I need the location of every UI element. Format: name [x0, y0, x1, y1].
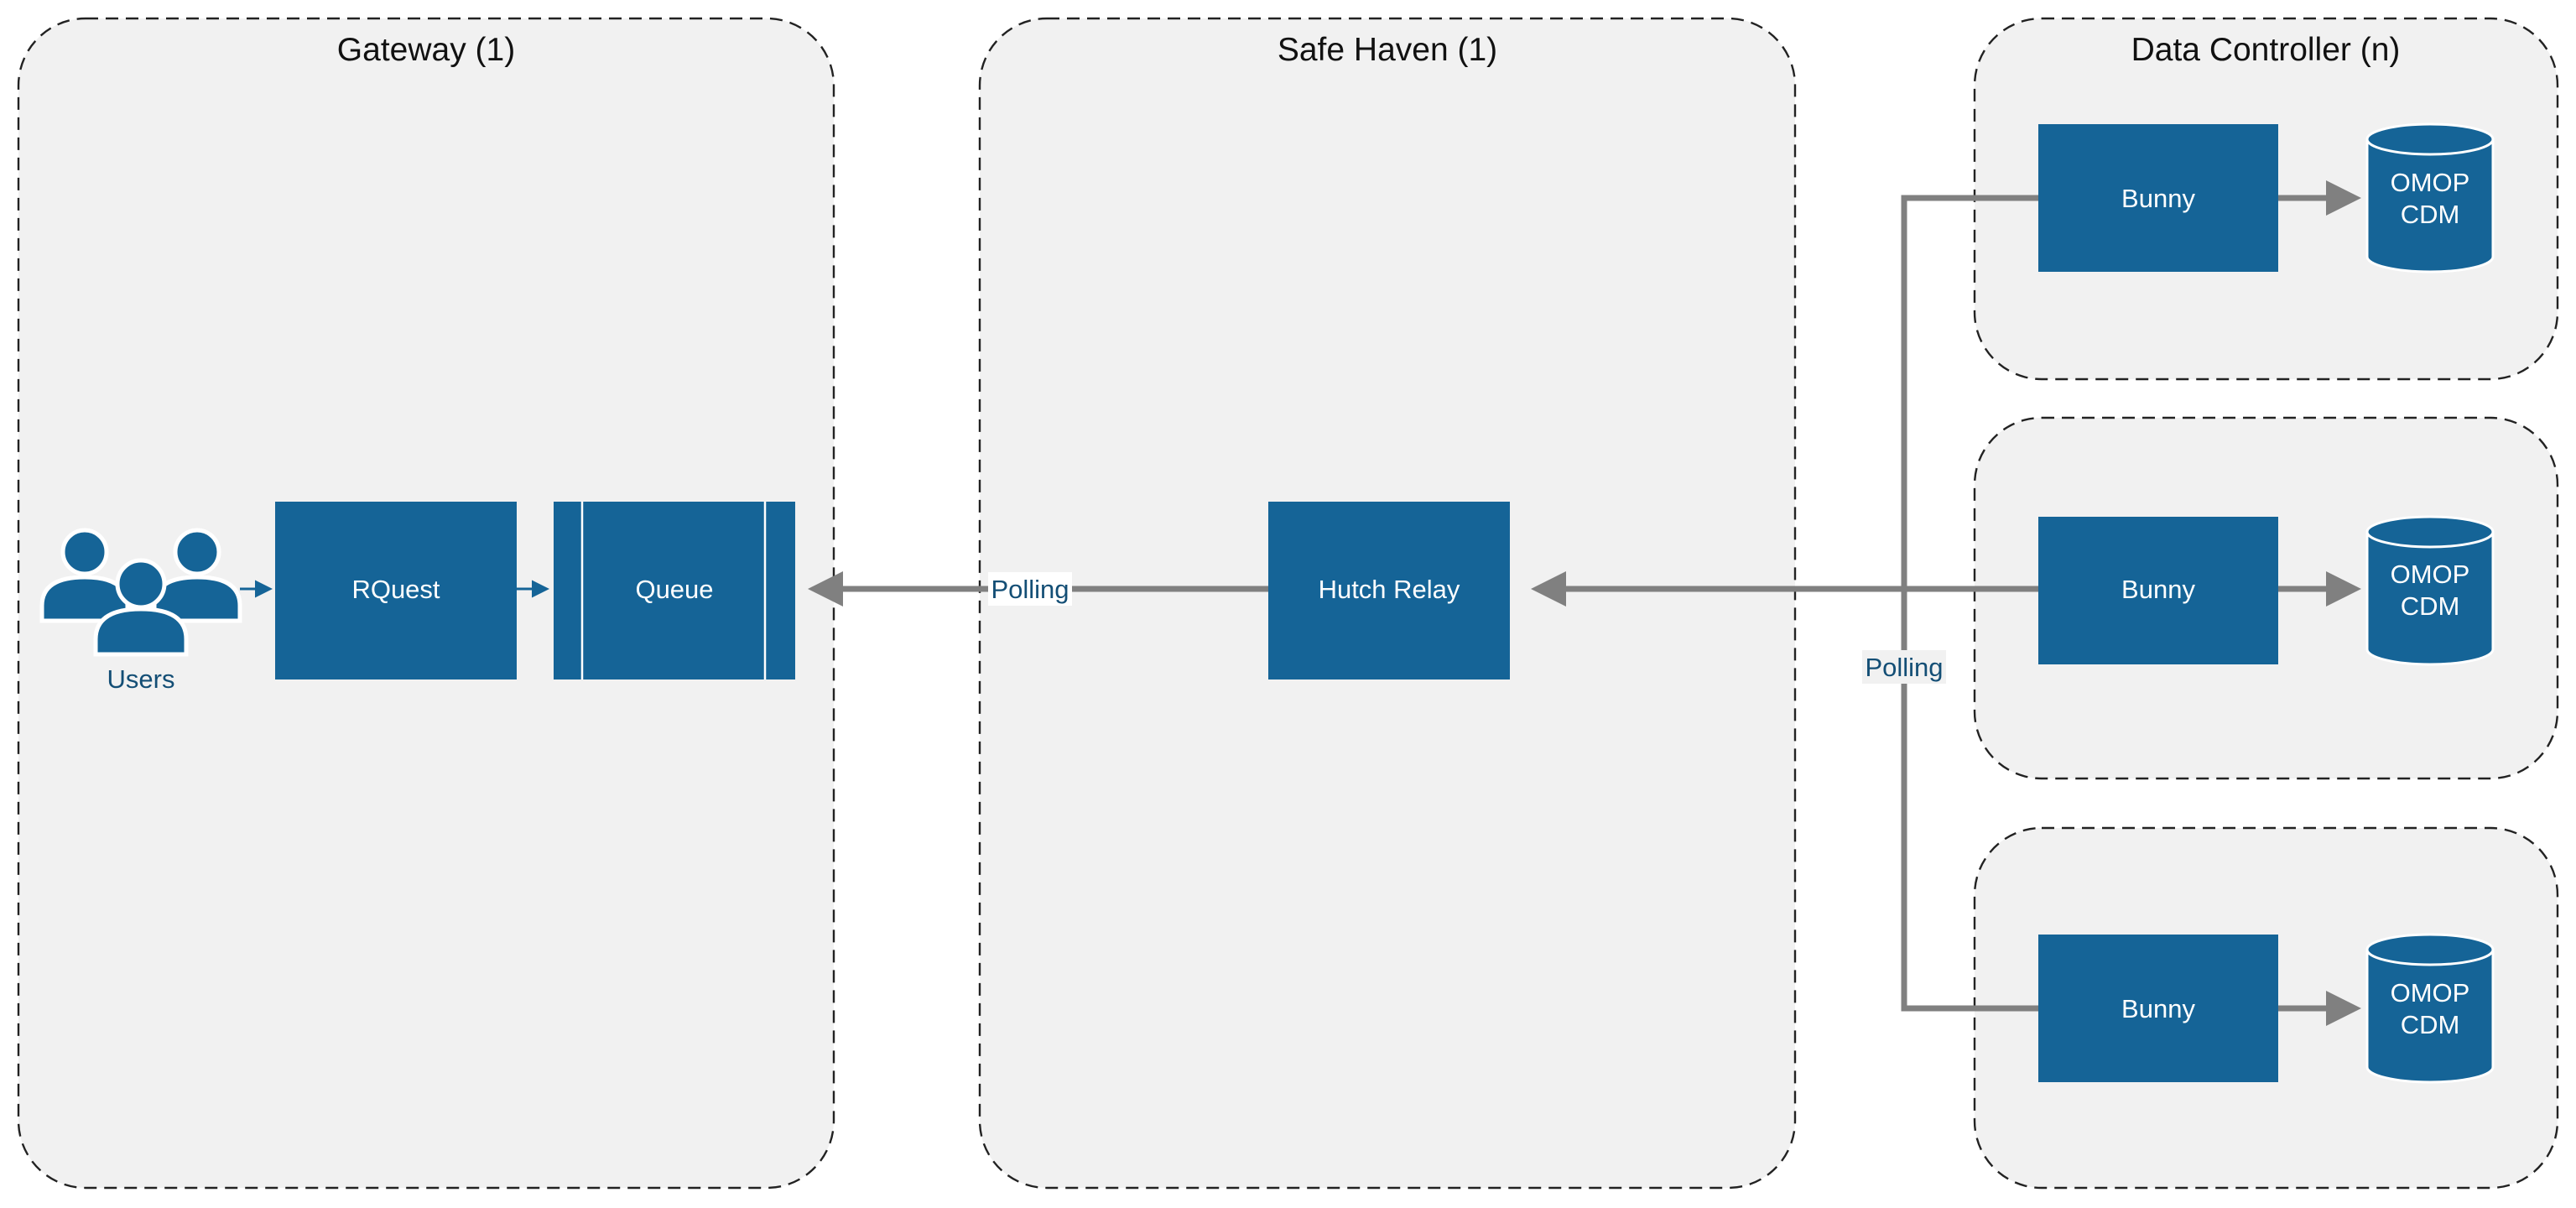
polling-label-gateway: Polling	[988, 572, 1072, 606]
bunny-node-1: Bunny	[2038, 124, 2278, 272]
rquest-label: RQuest	[351, 575, 440, 604]
data-controller-zone-title: Data Controller (n)	[2131, 32, 2401, 68]
safe-haven-zone-title: Safe Haven (1)	[1278, 32, 1497, 68]
database-label-line-1: OMOP	[2391, 978, 2470, 1008]
database-label-line-1: OMOP	[2391, 168, 2470, 197]
polling-label-data-controller: Polling	[1862, 650, 1946, 684]
hutch-relay-node: Hutch Relay	[1268, 502, 1510, 680]
gateway-zone-title: Gateway (1)	[337, 32, 515, 68]
database-label-line-2: CDM	[2401, 591, 2460, 621]
omop-cdm-database-1: OMOP CDM	[2365, 122, 2495, 273]
omop-cdm-database-2: OMOP CDM	[2365, 515, 2495, 666]
polling-label-text: Polling	[991, 575, 1069, 604]
rquest-node: RQuest	[275, 502, 517, 680]
database-label-line-1: OMOP	[2391, 560, 2470, 589]
bunny-node-3: Bunny	[2038, 935, 2278, 1082]
queue-label: Queue	[635, 575, 713, 604]
database-label-line-2: CDM	[2401, 1010, 2460, 1039]
bunny-node-2: Bunny	[2038, 517, 2278, 664]
bunny-label: Bunny	[2121, 994, 2195, 1023]
bunny-3-polling-line	[1901, 589, 2038, 1012]
users-icon	[39, 528, 242, 657]
bunny-1-polling-line	[1901, 195, 2038, 589]
users-label: Users	[107, 664, 175, 694]
hutch-relay-label: Hutch Relay	[1319, 575, 1460, 604]
database-label-line-2: CDM	[2401, 200, 2460, 229]
bunny-label: Bunny	[2121, 575, 2195, 604]
polling-label-text: Polling	[1865, 653, 1943, 682]
queue-node: Queue	[554, 502, 795, 680]
bunny-label: Bunny	[2121, 184, 2195, 213]
omop-cdm-database-3: OMOP CDM	[2365, 933, 2495, 1084]
